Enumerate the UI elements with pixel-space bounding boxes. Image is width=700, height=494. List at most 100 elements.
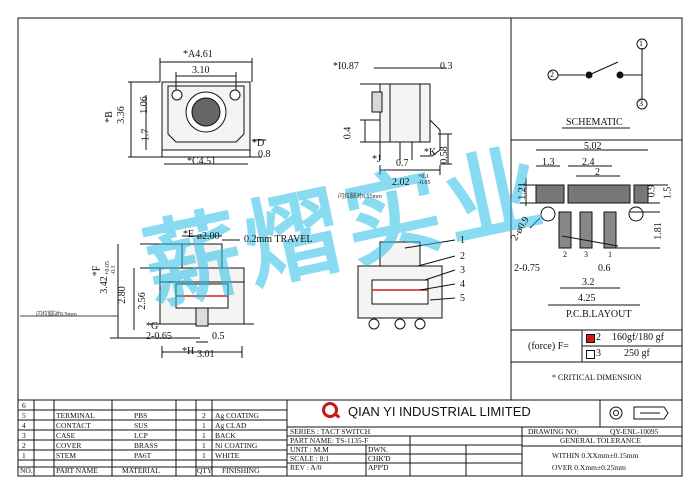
force-swatch-1	[586, 334, 595, 343]
dim-D-label: *D	[252, 138, 265, 149]
bom-grid	[18, 400, 682, 476]
pcb-181: 1.81	[652, 222, 664, 240]
dim-E-value: ø2.00	[197, 231, 220, 242]
bom-header-no: NO.	[20, 466, 33, 475]
unit: UNIT : M.M	[290, 445, 329, 454]
pcb-06: 0.6	[598, 263, 611, 274]
drawing-no: QY-ENL-10095	[610, 427, 659, 436]
bom-row-2-name: COVER	[56, 441, 82, 450]
dim-A-inner: 3.10	[192, 65, 210, 76]
dim-17: 1.7	[140, 128, 152, 142]
force-label: (force) F=	[528, 341, 569, 352]
bom-row-1-name: STEM	[56, 451, 77, 460]
dwn: DWN.	[368, 445, 388, 454]
bom-row-4-qty: 1	[202, 421, 206, 430]
dim-B-value: 3.36	[115, 106, 127, 124]
callout-3: 3	[460, 265, 465, 276]
dim-F-tol: +0.05 -0.1	[104, 261, 117, 275]
bom-row-5-material: PBS	[134, 411, 148, 420]
bom-row-5-qty: 2	[202, 411, 206, 420]
pcb-502: 5.02	[584, 141, 602, 152]
bom-row-5-finishing: Ag COATING	[215, 411, 259, 420]
chkd: CHK'D	[368, 454, 391, 463]
tolerance-title: GENERAL TOLERANCE	[560, 436, 641, 445]
dim-F-label: *F	[91, 265, 103, 277]
drawing-no-label: DRAWING NO:	[528, 427, 579, 436]
dim-202: 2.02	[392, 177, 410, 188]
series: SERIES : TACT SWITCH	[290, 427, 371, 436]
pcb-13: 1.3	[542, 157, 555, 168]
bom-row-1-finishing: WHITE	[215, 451, 240, 460]
pcb-075: 2-0.75	[514, 263, 540, 274]
pcb-layout	[520, 149, 668, 306]
bom-row-1-qty: 1	[202, 451, 206, 460]
tolerance-within: WITHIN 0.XXmm±0.15mm	[552, 451, 639, 460]
dim-256: 2.56	[136, 292, 148, 310]
bom-row-4-no: 4	[22, 421, 26, 430]
force-num-1: 2	[596, 332, 601, 343]
company-name: QIAN YI INDUSTRIAL LIMITED	[348, 404, 531, 419]
dim-I: *I0.87	[333, 61, 359, 72]
callout-1: 1	[460, 235, 465, 246]
travel-label: 0.2mm TRAVEL	[244, 234, 313, 245]
pcb-15: 1.5	[662, 186, 674, 200]
callout-5: 5	[460, 293, 465, 304]
bom-row-3-material: LCP	[134, 431, 148, 440]
dim-B-label: *B	[103, 111, 115, 123]
cross-section	[357, 239, 456, 330]
dim-04: 0.4	[342, 126, 354, 140]
bom-row-3-no: 3	[22, 431, 26, 440]
pcb-title: P.C.B.LAYOUT	[566, 309, 632, 320]
dim-K-value: 0.58	[438, 146, 450, 164]
dim-H-label: *H	[182, 346, 195, 357]
force-swatch-2	[586, 350, 595, 359]
pcb-pin-3: 3	[584, 250, 588, 259]
critical-note: * CRITICAL DIMENSION	[552, 373, 642, 382]
dim-D-value: 0.8	[258, 149, 271, 160]
appd: APP'D	[368, 463, 389, 472]
bom-row-6-no: 6	[22, 401, 26, 410]
bom-row-4-material: SUS	[134, 421, 148, 430]
tolerance-over: OVER 0.Xmm±0.25mm	[552, 463, 626, 472]
projection-symbol	[609, 406, 669, 420]
pcb-425: 4.25	[578, 293, 596, 304]
schematic-pin-1: 1	[639, 39, 643, 48]
pcb-24: 2.4	[582, 157, 595, 168]
bom-header-finishing: FINISHING	[222, 466, 260, 475]
dim-H-value: 3.01	[197, 349, 215, 360]
rev: REV : A/0	[290, 463, 322, 472]
pcb-121: 1.21	[516, 182, 528, 200]
pcb-32: 3.2	[582, 277, 595, 288]
dim-G-label: *G	[146, 321, 159, 332]
bom-row-4-finishing: Ag CLAD	[215, 421, 247, 430]
pcb-pin-2: 2	[563, 250, 567, 259]
bom-row-1-no: 1	[22, 451, 26, 460]
bom-row-2-no: 2	[22, 441, 26, 450]
force-value-2: 250 gf	[624, 348, 650, 359]
bom-header-qty: QTY	[197, 466, 213, 475]
dim-106: 1.06	[138, 96, 150, 114]
schematic-pin-3: 3	[639, 99, 643, 108]
company-logo	[322, 402, 338, 418]
callout-4: 4	[460, 279, 465, 290]
bom-header-name: PART NAME	[56, 466, 98, 475]
bom-row-2-finishing: Ni COATING	[215, 441, 258, 450]
pcb-pin-1: 1	[608, 250, 612, 259]
dim-F-value: 3.42	[98, 276, 110, 294]
front-view	[20, 235, 254, 358]
dim-03: 0.3	[440, 61, 453, 72]
top-view	[128, 58, 266, 165]
dim-K-label: *K	[424, 147, 437, 158]
dim-C: *C4.51	[187, 156, 217, 167]
bom-row-4-name: CONTACT	[56, 421, 91, 430]
pcb-2: 2	[595, 167, 600, 178]
bom-header-material: MATERIAL	[122, 466, 160, 475]
part-name: PART NAME: TS-1135-F	[290, 436, 369, 445]
schematic-pin-2: 2	[550, 70, 554, 79]
bom-row-5-no: 5	[22, 411, 26, 420]
dim-E-label: *E	[183, 229, 195, 240]
dim-202-tol: +0.1 -0.05	[418, 174, 431, 186]
scale: SCALE : 8:1	[290, 454, 330, 463]
bom-row-3-name: CASE	[56, 431, 76, 440]
